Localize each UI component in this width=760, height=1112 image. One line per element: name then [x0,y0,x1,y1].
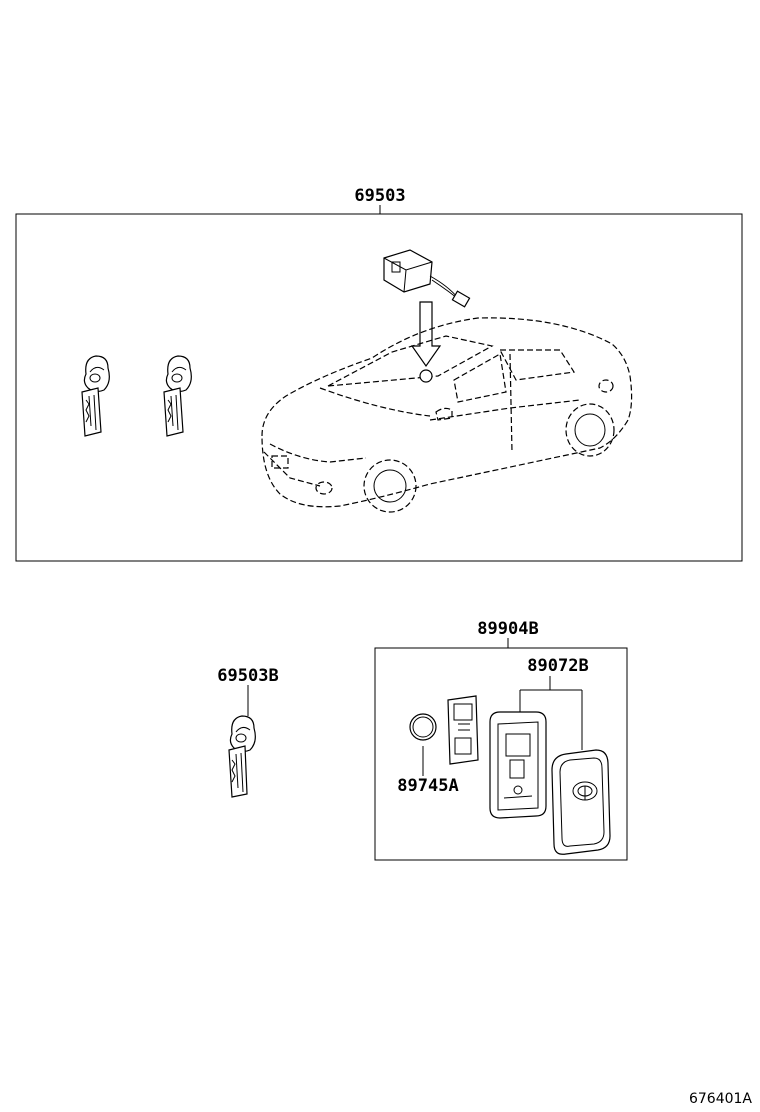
transmitter-group: 89904B 89072B 89745A [374,619,628,861]
key-illustration-2 [163,355,192,437]
battery-illustration [409,713,437,741]
key-set-frame [15,213,743,562]
part-label-89904B[interactable]: 89904B [477,619,538,639]
transmitter-cover-illustration [551,749,611,855]
key-set-group: 69503 [15,186,743,562]
install-location-arrow [410,301,442,368]
key-blank-group: 69503B [217,666,279,798]
catalog-reference: 676401A [689,1091,752,1107]
part-label-89072B[interactable]: 89072B [527,656,588,676]
key-illustration-1 [81,355,110,437]
circuit-board-illustration [447,695,479,765]
transmitter-frame [374,647,628,861]
part-label-69503B[interactable]: 69503B [217,666,278,686]
vehicle-illustration [261,317,633,513]
part-label-89745A[interactable]: 89745A [397,776,458,796]
part-label-69503[interactable]: 69503 [354,186,405,206]
immobiliser-ecu-illustration [383,249,471,308]
transmitter-inner-case-illustration [489,711,547,819]
key-blank-illustration [228,715,256,798]
